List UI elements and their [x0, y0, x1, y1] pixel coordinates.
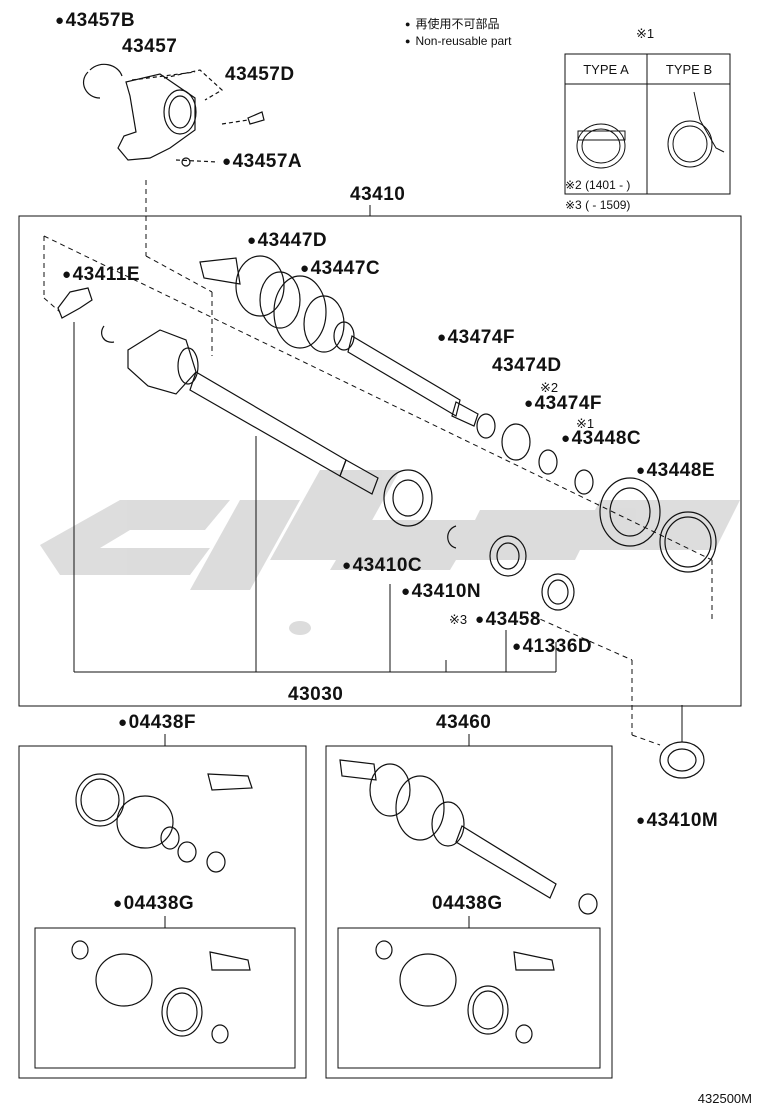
leader-lines [73, 205, 557, 673]
guide-lines [43, 180, 713, 746]
legend-en: Non-reusable part [405, 34, 511, 48]
kit-leaders [164, 705, 683, 928]
label-43457a[interactable]: 43457A [222, 151, 302, 173]
label-04438f[interactable]: 04438F [118, 712, 196, 734]
inboard-shaft [57, 287, 379, 495]
label-43457b[interactable]: 43457B [55, 10, 135, 32]
note-3: ※3 ( - 1509) [565, 198, 631, 212]
label-43460[interactable]: 43460 [436, 712, 492, 733]
label-43410m[interactable]: 43410M [636, 810, 718, 832]
label-43410c[interactable]: 43410C [342, 555, 422, 577]
note-2: ※2 (1401 - ) [565, 178, 631, 192]
rings-and-boots [383, 413, 717, 779]
label-41336d[interactable]: 41336D [512, 636, 592, 658]
label-43410[interactable]: 43410 [350, 184, 406, 205]
main-assembly-frame [18, 215, 742, 707]
label-04438g-1[interactable]: 04438G [113, 893, 194, 915]
label-43457[interactable]: 43457 [122, 36, 178, 57]
label-43474f-1[interactable]: 43474F [437, 327, 515, 349]
kit-04438g-frame-right [337, 927, 601, 1069]
label-43030[interactable]: 43030 [288, 684, 344, 705]
bearing-bracket [83, 63, 265, 167]
label-43411e[interactable]: 43411E [62, 264, 140, 286]
label-43458[interactable]: 43458 [475, 609, 541, 631]
outboard-shaft [199, 255, 479, 427]
kit-43460-parts [339, 759, 598, 1044]
type-a-header: TYPE A [583, 62, 629, 77]
label-43410n[interactable]: 43410N [401, 581, 481, 603]
label-43448c[interactable]: 43448C [561, 428, 641, 450]
kit-04438g-frame-left [34, 927, 296, 1069]
label-43474f-2[interactable]: 43474F [524, 393, 602, 415]
mark-3: ※3 [449, 612, 468, 627]
label-43447d[interactable]: 43447D [247, 230, 327, 252]
kit-04438f-frame [18, 745, 307, 1079]
label-43448e[interactable]: 43448E [636, 460, 715, 482]
label-04438g-2[interactable]: 04438G [432, 893, 503, 914]
figure-code: 432500M [697, 1091, 752, 1106]
kit-04438f-parts [71, 773, 253, 1044]
mark-2: ※2 [540, 380, 559, 395]
type-table-mark: ※1 [636, 26, 655, 41]
label-43474d[interactable]: 43474D [492, 355, 562, 376]
label-43457d[interactable]: 43457D [225, 64, 295, 85]
type-table [564, 53, 731, 195]
label-43447c[interactable]: 43447C [300, 258, 380, 280]
legend-jp: 再使用不可部品 [405, 15, 499, 32]
type-b-header: TYPE B [665, 62, 713, 77]
